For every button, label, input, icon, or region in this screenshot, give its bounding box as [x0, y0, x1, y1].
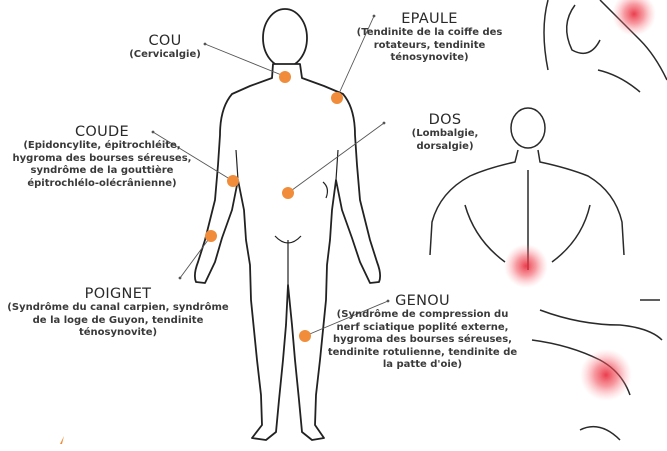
desc-coude: (Epidoncylite, épitrochléite, hygroma de…	[2, 140, 202, 190]
marker-poignet	[205, 230, 217, 242]
label-genou: GENOU (Syndrôme de compression du nerf s…	[325, 293, 520, 372]
knee-pain-glow	[580, 349, 632, 401]
label-dos: DOS (Lombalgie, dorsalgie)	[385, 112, 505, 153]
title-poignet: POIGNET	[2, 286, 234, 302]
title-dos: DOS	[385, 112, 505, 128]
label-poignet: POIGNET (Syndrôme du canal carpien, synd…	[2, 286, 234, 340]
back-pain-glow	[504, 244, 548, 288]
shoulder-pain-glow	[612, 0, 656, 36]
marker-coude	[227, 175, 239, 187]
marker-cou	[279, 71, 291, 83]
orange-fragment	[60, 436, 64, 444]
marker-genou	[299, 330, 311, 342]
label-cou: COU (Cervicalgie)	[110, 33, 220, 62]
desc-dos: (Lombalgie, dorsalgie)	[385, 128, 505, 153]
desc-poignet: (Syndrôme du canal carpien, syndrôme de …	[2, 302, 234, 340]
desc-epaule: (Tendinite de la coiffe des rotateurs, t…	[352, 27, 507, 65]
desc-genou: (Syndrôme de compression du nerf sciatiq…	[325, 309, 520, 372]
label-epaule: EPAULE (Tendinite de la coiffe des rotat…	[352, 11, 507, 65]
title-genou: GENOU	[325, 293, 520, 309]
marker-dos	[282, 187, 294, 199]
desc-cou: (Cervicalgie)	[110, 49, 220, 62]
title-cou: COU	[110, 33, 220, 49]
title-epaule: EPAULE	[352, 11, 507, 27]
label-coude: COUDE (Epidoncylite, épitrochléite, hygr…	[2, 124, 202, 190]
title-coude: COUDE	[2, 124, 202, 140]
marker-epaule	[331, 92, 343, 104]
